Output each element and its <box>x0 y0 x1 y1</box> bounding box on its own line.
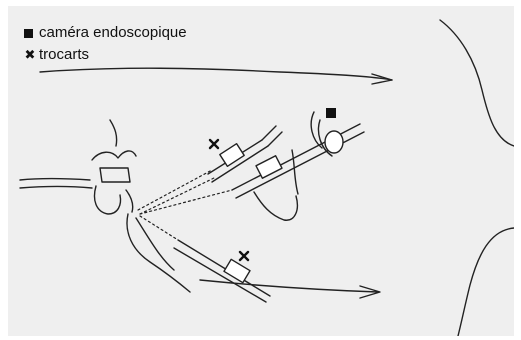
camera-marker-icon <box>326 108 336 118</box>
trocar-lower <box>174 240 270 302</box>
cross-marker-icon: ✖ <box>24 44 36 66</box>
instrument-paths <box>138 170 232 240</box>
legend-item-camera: caméra endoscopique <box>24 22 187 44</box>
trocar-marker-icon <box>210 140 218 148</box>
legend: caméra endoscopique ✖ trocarts <box>24 22 187 66</box>
trocar-marker-icon <box>240 252 248 260</box>
patient-body-outline <box>20 20 514 336</box>
legend-trocars-label: trocarts <box>39 44 89 66</box>
camera-trocar <box>232 112 364 198</box>
square-marker-icon <box>24 29 33 38</box>
legend-item-trocars: ✖ trocarts <box>24 44 187 66</box>
illustration-panel: caméra endoscopique ✖ trocarts <box>8 6 514 336</box>
legend-camera-label: caméra endoscopique <box>39 22 187 44</box>
